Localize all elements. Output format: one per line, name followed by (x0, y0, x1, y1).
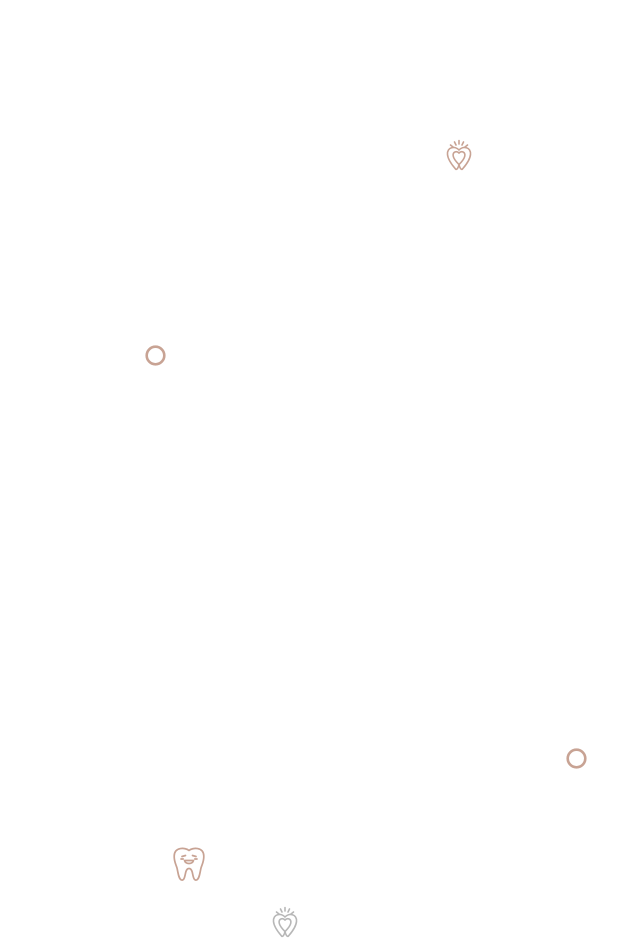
shiny-tooth-heart-icon (444, 139, 474, 171)
happy-tooth-icon (170, 845, 208, 883)
outline-ring-icon (565, 747, 588, 770)
outline-ring-icon (144, 344, 167, 367)
shiny-tooth-heart-icon (270, 906, 300, 938)
